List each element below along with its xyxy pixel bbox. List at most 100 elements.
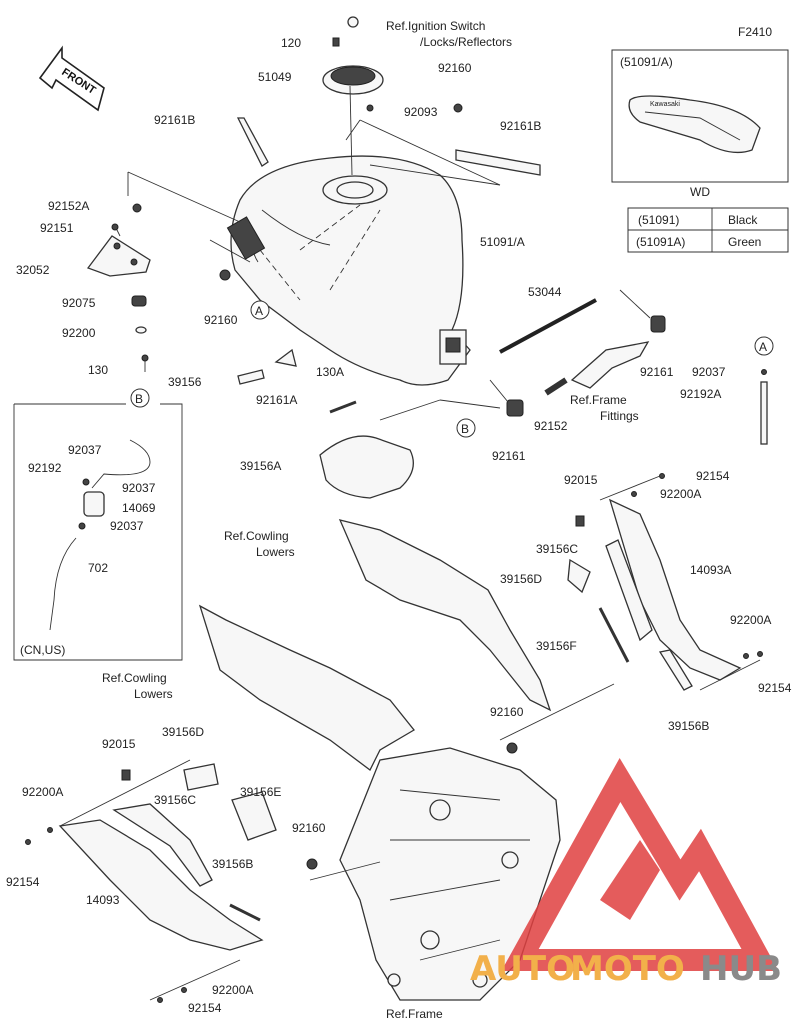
color-table-part-1: (51091) xyxy=(638,213,679,227)
color-table-color-2: Green xyxy=(728,235,761,249)
part-label: 92037 xyxy=(122,481,156,495)
part-label: 92037 xyxy=(68,443,102,457)
part-label: 120 xyxy=(281,36,301,50)
part-label: 92154 xyxy=(188,1001,222,1015)
callout-b-1: B xyxy=(461,422,469,436)
callouts: A A B B xyxy=(130,300,774,438)
pads-39156 xyxy=(237,348,357,414)
part-label: 92200A xyxy=(660,487,701,501)
ref-cowling-2-line2: Lowers xyxy=(134,687,173,701)
part-label: 51091/A xyxy=(480,235,525,249)
part-label: 32052 xyxy=(16,263,50,277)
reference-labels: Ref.Ignition Switch /Locks/Reflectors Re… xyxy=(102,19,639,1021)
side-cover-14093 xyxy=(58,819,264,951)
watermark-logo xyxy=(501,758,779,971)
part-label: 92161B xyxy=(500,119,541,133)
part-label: 39156C xyxy=(154,793,196,807)
part-label: 92200A xyxy=(22,785,63,799)
fuel-tank xyxy=(226,155,471,386)
ref-cowling-1-line2: Lowers xyxy=(256,545,295,559)
part-label: 92037 xyxy=(692,365,726,379)
small-fasteners-left xyxy=(111,203,231,372)
inset-brand: Kawasaki xyxy=(650,101,680,108)
part-label: 92200A xyxy=(730,613,771,627)
part-label: 92152 xyxy=(534,419,568,433)
side-cover-left-upper xyxy=(198,604,415,771)
ref-ignition-line1: Ref.Ignition Switch xyxy=(386,19,485,33)
ref-cowling-1-line1: Ref.Cowling xyxy=(224,529,289,543)
part-label: 92160 xyxy=(490,705,524,719)
ref-ignition-line2: /Locks/Reflectors xyxy=(420,35,512,49)
side-cover-14093a xyxy=(608,498,742,681)
callout-b-2: B xyxy=(135,392,143,406)
frame-fittings-bracket xyxy=(570,341,650,389)
watermark-part-3: HUB xyxy=(700,949,782,989)
part-label: 92154 xyxy=(758,681,792,695)
part-label: 92151 xyxy=(40,221,74,235)
part-label: 39156B xyxy=(668,719,709,733)
part-label: 92160 xyxy=(292,821,326,835)
color-table-color-1: Black xyxy=(728,213,758,227)
watermark-part-2: MOTO xyxy=(570,949,685,989)
part-label: 130A xyxy=(316,365,344,379)
part-label: 92015 xyxy=(564,473,598,487)
callout-a-2: A xyxy=(759,340,767,354)
part-label: 39156F xyxy=(536,639,577,653)
grommets-92161 xyxy=(506,315,666,417)
part-label: 702 xyxy=(88,561,108,575)
note-region: (CN,US) xyxy=(20,643,65,657)
leader-lines xyxy=(59,85,761,1001)
part-label: 92037 xyxy=(110,519,144,533)
part-label: 92154 xyxy=(696,469,730,483)
part-label: 14069 xyxy=(122,501,156,515)
frame xyxy=(339,747,561,1001)
part-label: 92200A xyxy=(212,983,253,997)
part-label: 51049 xyxy=(258,70,292,84)
part-label: 14093 xyxy=(86,893,120,907)
hose-92192a xyxy=(760,369,768,445)
part-label: 130 xyxy=(88,363,108,377)
part-label: 53044 xyxy=(528,285,562,299)
part-label: 92015 xyxy=(102,737,136,751)
part-label: 39156B xyxy=(212,857,253,871)
part-label: 39156D xyxy=(162,725,204,739)
front-arrow-icon: FRONT xyxy=(38,45,105,112)
callout-a-1: A xyxy=(255,304,263,318)
watermark-text: AUTO MOTO HUB xyxy=(470,949,782,989)
part-label: 92161B xyxy=(154,113,195,127)
fuel-cap xyxy=(322,16,463,113)
part-label: 92161 xyxy=(492,449,526,463)
color-table: (51091) Black (51091A) Green xyxy=(627,207,789,253)
part-label: 39156C xyxy=(536,542,578,556)
seal-53044 xyxy=(499,298,597,354)
ref-frame-fittings-line2: Fittings xyxy=(600,409,639,423)
part-label: 92161 xyxy=(640,365,674,379)
ref-frame: Ref.Frame xyxy=(386,1007,443,1021)
part-labels: 120 51049 92160 92093 92161B 92161B 9215… xyxy=(6,36,792,1015)
cover-fasteners xyxy=(25,473,763,1003)
part-label: 92192 xyxy=(28,461,62,475)
side-cover-right-upper xyxy=(338,519,552,712)
collar-92152 xyxy=(544,377,568,396)
part-label: 92160 xyxy=(204,313,238,327)
trim-strips xyxy=(112,539,693,922)
part-label: 39156A xyxy=(240,459,281,473)
inset-title: (51091/A) xyxy=(620,55,673,69)
part-label: 92200 xyxy=(62,326,96,340)
diagram-code: F2410 xyxy=(738,25,772,39)
bracket-92161b xyxy=(236,117,541,176)
part-label: 92192A xyxy=(680,387,721,401)
part-label: 92161A xyxy=(256,393,297,407)
part-label: 39156E xyxy=(240,785,281,799)
evap-region-box: (CN,US) xyxy=(13,403,183,661)
part-label: 14093A xyxy=(690,563,731,577)
part-label: 39156 xyxy=(168,375,202,389)
part-label: 92075 xyxy=(62,296,96,310)
part-label: 92093 xyxy=(404,105,438,119)
ref-frame-fittings-line1: Ref.Frame xyxy=(570,393,627,407)
bracket-32052 xyxy=(86,235,151,277)
part-label: 92160 xyxy=(438,61,472,75)
inset-caption: WD xyxy=(690,185,710,199)
color-table-part-2: (51091A) xyxy=(636,235,685,249)
